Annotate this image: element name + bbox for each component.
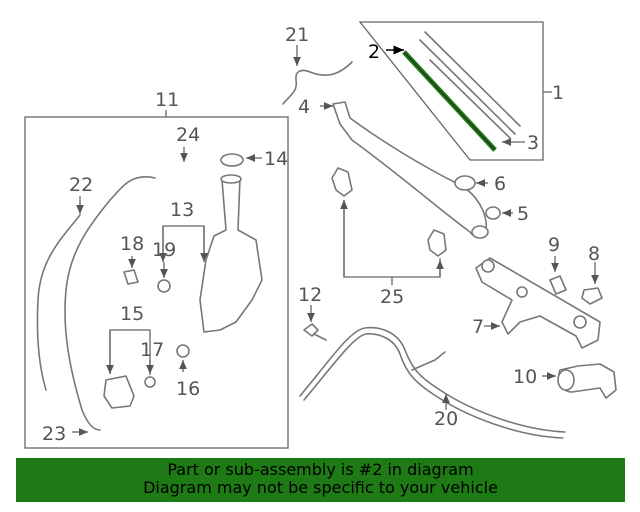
callout-23: 23 <box>42 423 66 445</box>
callout-9: 9 <box>548 234 560 256</box>
washer-hose-20 <box>299 326 566 439</box>
callout-1: 1 <box>552 82 564 104</box>
callout-2: 2 <box>368 41 380 63</box>
callout-21: 21 <box>285 24 309 46</box>
callout-12: 12 <box>298 284 322 306</box>
callout-16: 16 <box>176 378 200 400</box>
nut-5 <box>485 206 513 220</box>
wiper-linkage-7 <box>475 257 601 349</box>
callout-4: 4 <box>298 96 310 118</box>
callout-20: 20 <box>434 408 458 430</box>
callout-19: 19 <box>152 239 176 261</box>
callout-5: 5 <box>517 203 529 225</box>
banner-line-2: Diagram may not be specific to your vehi… <box>143 478 498 497</box>
callout-14: 14 <box>264 148 288 170</box>
callout-24: 24 <box>176 124 200 146</box>
grommet-8 <box>581 262 603 305</box>
callout-13: 13 <box>170 199 194 221</box>
callout-8: 8 <box>588 243 600 265</box>
callout-15: 15 <box>120 303 144 325</box>
callout-25: 25 <box>380 286 404 308</box>
bolt-12 <box>303 305 327 341</box>
callout-11: 11 <box>155 89 179 111</box>
callout-17: 17 <box>140 339 164 361</box>
part-notice-banner: Part or sub-assembly is #2 in diagram Di… <box>16 458 625 502</box>
banner-line-1: Part or sub-assembly is #2 in diagram <box>167 460 474 479</box>
wiper-arm-4 <box>320 101 489 239</box>
washer-hose-21 <box>282 45 353 105</box>
callout-6: 6 <box>494 173 506 195</box>
callout-7: 7 <box>472 316 484 338</box>
callout-22: 22 <box>69 174 93 196</box>
washer-reservoir-group <box>24 110 289 449</box>
nut-cap-6 <box>454 175 488 191</box>
callout-18: 18 <box>120 233 144 255</box>
callout-3: 3 <box>527 132 539 154</box>
wiper-motor-10 <box>542 363 617 399</box>
washer-nozzles-25 <box>331 167 447 285</box>
callout-10: 10 <box>513 366 537 388</box>
bracket-9 <box>549 256 567 295</box>
wiper-blade-group <box>358 21 552 161</box>
